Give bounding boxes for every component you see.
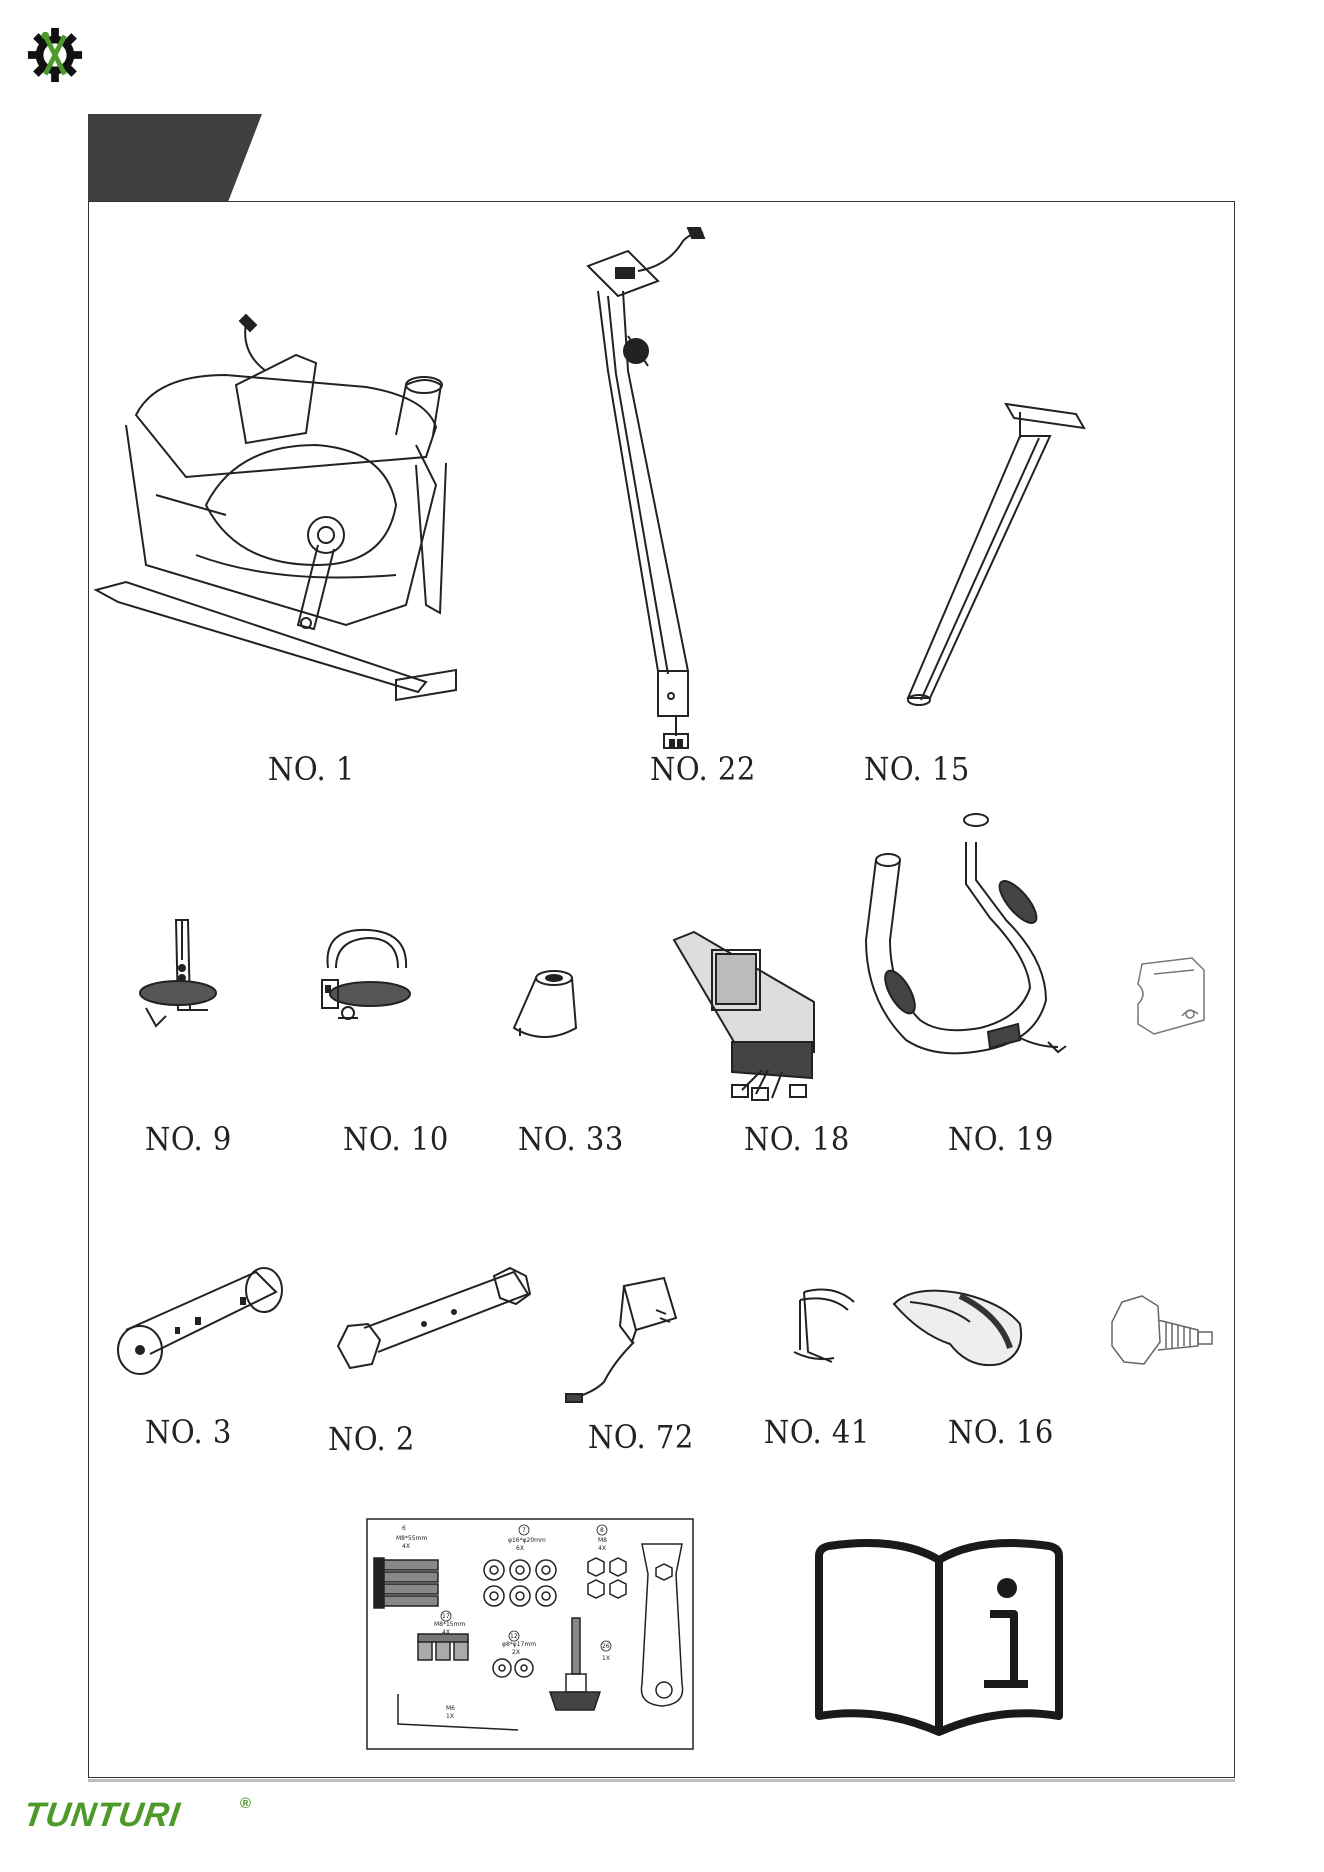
handlebar-illustration [858,812,1068,1080]
svg-text:6X: 6X [516,1545,524,1552]
hardware-kit-panel: 6 M8*55mm 4X 7 φ16*φ20mm 6X 8 M8 4X 17 M… [366,1518,694,1750]
brand-registered-mark: ® [240,1795,251,1812]
pedal-right-illustration [318,928,414,1030]
part-label: NO. 10 [343,1120,449,1157]
svg-text:4X: 4X [598,1545,606,1552]
frame-shadow [88,1779,1235,1782]
brand-logo: TUNTURI [21,1796,183,1835]
clamp-cover-illustration [1132,954,1210,1040]
part-label: NO. 2 [328,1420,415,1457]
svg-text:M8*55mm: M8*55mm [396,1535,427,1542]
seat-post-illustration [900,398,1090,716]
pedal-left-illustration [138,918,228,1028]
svg-text:φ16*φ20mm: φ16*φ20mm [508,1537,546,1544]
svg-text:1X: 1X [446,1713,454,1720]
main-frame-illustration [96,305,480,709]
front-stabilizer-illustration [334,1268,534,1380]
part-label: NO. 41 [764,1413,870,1450]
saddle-illustration [890,1284,1026,1370]
part-label: NO. 16 [948,1413,1054,1450]
svg-text:2X: 2X [512,1649,520,1656]
part-label: NO. 15 [864,750,970,787]
part-label: NO. 33 [518,1120,624,1157]
svg-text:φ8*φ17mm: φ8*φ17mm [502,1641,536,1648]
power-adapter-illustration [564,1276,690,1412]
svg-text:4X: 4X [402,1543,410,1550]
section-tab [88,114,262,202]
svg-text:M8: M8 [598,1537,607,1544]
part-label: NO. 3 [145,1413,232,1450]
part-label: NO. 18 [744,1120,850,1157]
svg-text:17: 17 [442,1613,450,1620]
bottle-holder-illustration [790,1286,856,1366]
part-label: NO. 19 [948,1120,1054,1157]
part-label: NO. 72 [588,1418,694,1455]
svg-text:M6: M6 [446,1705,455,1712]
svg-text:12: 12 [510,1633,518,1640]
svg-text:4X: 4X [442,1629,450,1636]
rear-stabilizer-illustration [116,1268,288,1380]
svg-text:1X: 1X [602,1655,610,1662]
svg-text:M8*15mm: M8*15mm [434,1621,465,1628]
info-manual-icon [804,1530,1074,1732]
adjustment-knob-illustration [1108,1292,1218,1372]
part-label: NO. 9 [145,1120,232,1157]
console-illustration [672,930,822,1100]
handlebar-post-illustration [578,226,728,756]
gear-wrench-logo-icon [26,26,84,84]
cap-illustration [510,968,582,1040]
part-label: NO. 1 [268,750,355,787]
svg-text:7: 7 [522,1527,526,1534]
part-label: NO. 22 [650,750,756,787]
kit-num-6: 6 [402,1525,406,1532]
svg-text:8: 8 [600,1527,604,1534]
svg-text:26: 26 [602,1643,610,1650]
